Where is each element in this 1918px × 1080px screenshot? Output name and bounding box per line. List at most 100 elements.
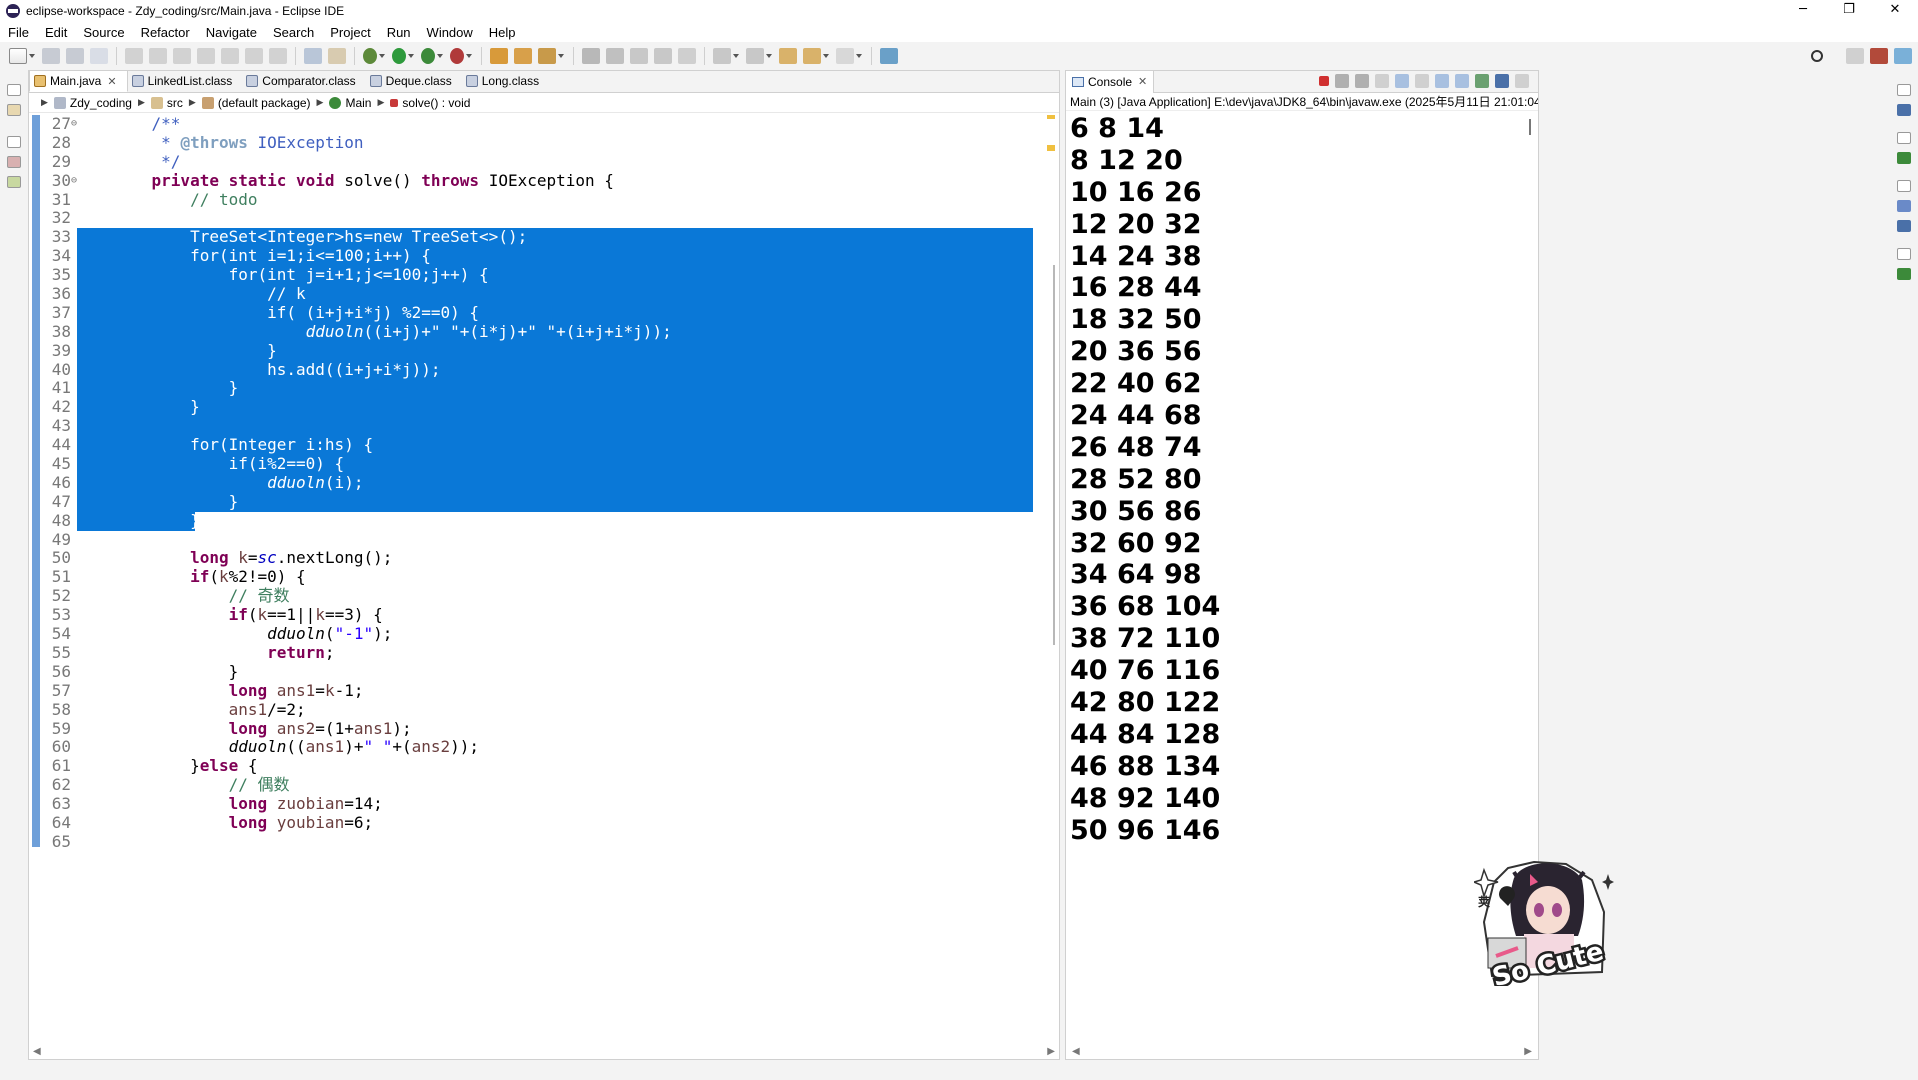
new-package-icon[interactable] [514,48,532,64]
debug-perspective-icon[interactable] [1894,48,1912,64]
display-selected-console-icon[interactable] [1495,74,1509,88]
word-wrap-icon[interactable] [1415,74,1429,88]
open-console-icon[interactable] [304,48,322,64]
menu-file[interactable]: File [8,24,29,40]
restore-icon[interactable] [7,136,21,148]
new-class-dropdown-icon[interactable] [558,54,564,58]
variables-view-icon[interactable] [1897,200,1911,212]
menu-search[interactable]: Search [273,24,315,40]
open-type-icon[interactable] [582,48,600,64]
menu-run[interactable]: Run [386,24,411,40]
code-editor[interactable]: 27⊖ /** 28 * @throws IOException 29 */ 3… [29,115,1059,1045]
last-edit-location-icon[interactable] [779,48,797,64]
restore-icon[interactable] [1897,248,1911,260]
tab-deque-class[interactable]: Deque.class [366,70,462,92]
outline-view-icon[interactable] [1897,104,1911,116]
tab-long-class[interactable]: Long.class [462,70,549,92]
breadcrumb-src[interactable]: src [166,95,183,110]
editor-vertical-scrollbar[interactable] [1041,115,1059,1045]
debug-dropdown-icon[interactable] [379,54,385,58]
save-icon[interactable] [42,48,60,64]
external-tools-icon[interactable] [450,48,464,64]
scroll-right-icon[interactable]: ▶ [1047,1045,1055,1057]
chevron-right-icon[interactable]: ▶ [41,97,48,107]
remove-launch-icon[interactable] [1335,74,1349,88]
package-explorer-icon[interactable] [7,104,21,116]
run-dropdown-icon[interactable] [408,54,414,58]
chevron-right-icon[interactable]: ▶ [316,97,324,107]
warning-marker[interactable] [1047,115,1055,119]
previous-annotation-dropdown-icon[interactable] [766,54,772,58]
console-horizontal-scrollbar[interactable]: ◀▶ [1066,1043,1538,1059]
menu-edit[interactable]: Edit [44,24,68,40]
new-java-project-icon[interactable] [490,48,508,64]
close-icon[interactable]: ✕ [1138,76,1148,88]
maximize-button[interactable]: ❐ [1843,2,1855,17]
task-list-icon[interactable] [7,176,21,188]
scroll-left-icon[interactable]: ◀ [1072,1045,1080,1057]
close-icon[interactable]: ✕ [107,75,117,88]
new-icon[interactable] [9,48,27,64]
open-console-icon[interactable] [1515,74,1529,88]
scroll-lock-icon[interactable] [1395,74,1409,88]
show-whitespace-icon[interactable] [678,48,696,64]
tab-comparator-class[interactable]: Comparator.class [242,70,365,92]
new-dropdown-icon[interactable] [29,54,35,58]
tab-linkedlist-class[interactable]: LinkedList.class [128,70,243,92]
search-icon[interactable] [1811,50,1823,62]
scrollbar-thumb[interactable] [1529,119,1531,135]
suspend-icon[interactable] [149,48,167,64]
next-annotation-icon[interactable] [713,48,731,64]
menu-navigate[interactable]: Navigate [205,24,258,40]
warning-marker[interactable] [1047,145,1055,151]
scroll-right-icon[interactable]: ▶ [1524,1045,1532,1057]
new-class-icon[interactable] [538,48,556,64]
open-perspective-icon[interactable] [1846,48,1864,64]
chevron-right-icon[interactable]: ▶ [377,97,385,107]
chevron-right-icon[interactable]: ▶ [188,97,196,107]
menu-window[interactable]: Window [426,24,473,40]
clear-console-icon[interactable] [1375,74,1389,88]
breadcrumb-class[interactable]: Main [345,95,372,110]
resume-icon[interactable] [125,48,143,64]
javadoc-view-icon[interactable] [1897,152,1911,164]
fold-collapse-icon[interactable]: ⊖ [71,118,78,129]
previous-annotation-icon[interactable] [746,48,764,64]
pin-editor-icon[interactable] [880,48,898,64]
search-toolbar-icon[interactable] [606,48,624,64]
outline-icon[interactable] [7,156,21,168]
editor-horizontal-scrollbar[interactable]: ◀▶ [29,1043,1059,1059]
step-return-icon[interactable] [269,48,287,64]
forward-icon[interactable] [836,48,854,64]
remove-all-terminated-icon[interactable] [1355,74,1369,88]
run-icon[interactable] [392,48,406,64]
show-on-stderr-icon[interactable] [1455,74,1469,88]
scrollbar-thumb[interactable] [1053,265,1055,645]
coverage-icon[interactable] [328,48,346,64]
step-over-icon[interactable] [245,48,263,64]
tab-console[interactable]: Console ✕ [1066,70,1155,93]
disconnect-icon[interactable] [197,48,215,64]
minimize-button[interactable]: ─ [1799,2,1807,17]
console-vertical-scrollbar[interactable] [1524,111,1538,1031]
coverage-dropdown-icon[interactable] [437,54,443,58]
debug-icon[interactable] [363,48,377,64]
java-ee-perspective-icon[interactable] [1870,48,1888,64]
scroll-left-icon[interactable]: ◀ [33,1045,41,1057]
breadcrumb-method[interactable]: solve() : void [402,95,471,110]
terminate-icon[interactable] [1319,76,1329,86]
step-into-icon[interactable] [221,48,239,64]
skip-breakpoints-icon[interactable] [90,48,108,64]
menu-project[interactable]: Project [330,24,371,40]
debug-view-icon[interactable] [1897,268,1911,280]
terminate-icon[interactable] [173,48,191,64]
breakpoints-view-icon[interactable] [1897,220,1911,232]
forward-dropdown-icon[interactable] [856,54,862,58]
tab-main-java[interactable]: Main.java ✕ [29,70,128,92]
back-dropdown-icon[interactable] [823,54,829,58]
block-selection-icon[interactable] [654,48,672,64]
pin-console-icon[interactable] [1475,74,1489,88]
restore-icon[interactable] [7,84,21,96]
menu-help[interactable]: Help [488,24,516,40]
menu-refactor[interactable]: Refactor [140,24,190,40]
